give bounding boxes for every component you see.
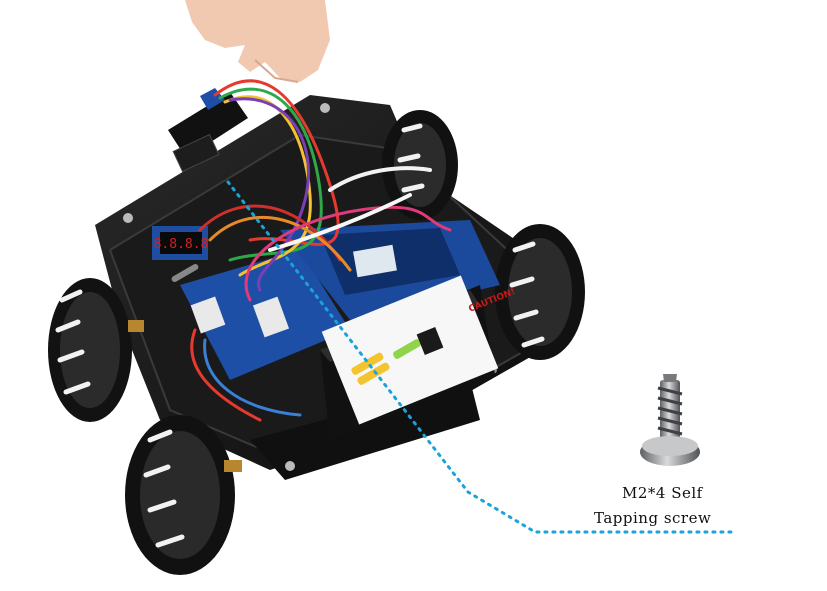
screw-icon bbox=[640, 374, 700, 466]
display-digits: 8.8.8.8 bbox=[154, 237, 209, 252]
wheel-rear-left bbox=[125, 415, 242, 575]
wheel-front-right bbox=[382, 110, 458, 220]
hand bbox=[185, 0, 330, 83]
screw-caption-line1: M2*4 Self bbox=[622, 484, 703, 502]
screw-caption-line2: Tapping screw bbox=[594, 509, 712, 527]
sensor-module bbox=[168, 88, 248, 173]
leader-line bbox=[226, 180, 738, 534]
wheel-rear-right bbox=[495, 224, 585, 360]
jumper-wires bbox=[190, 79, 452, 422]
seven-segment-display: 8.8.8.8 bbox=[152, 226, 208, 260]
wheel-front-left bbox=[48, 278, 144, 422]
battery-box: CAUTION! bbox=[320, 275, 517, 440]
